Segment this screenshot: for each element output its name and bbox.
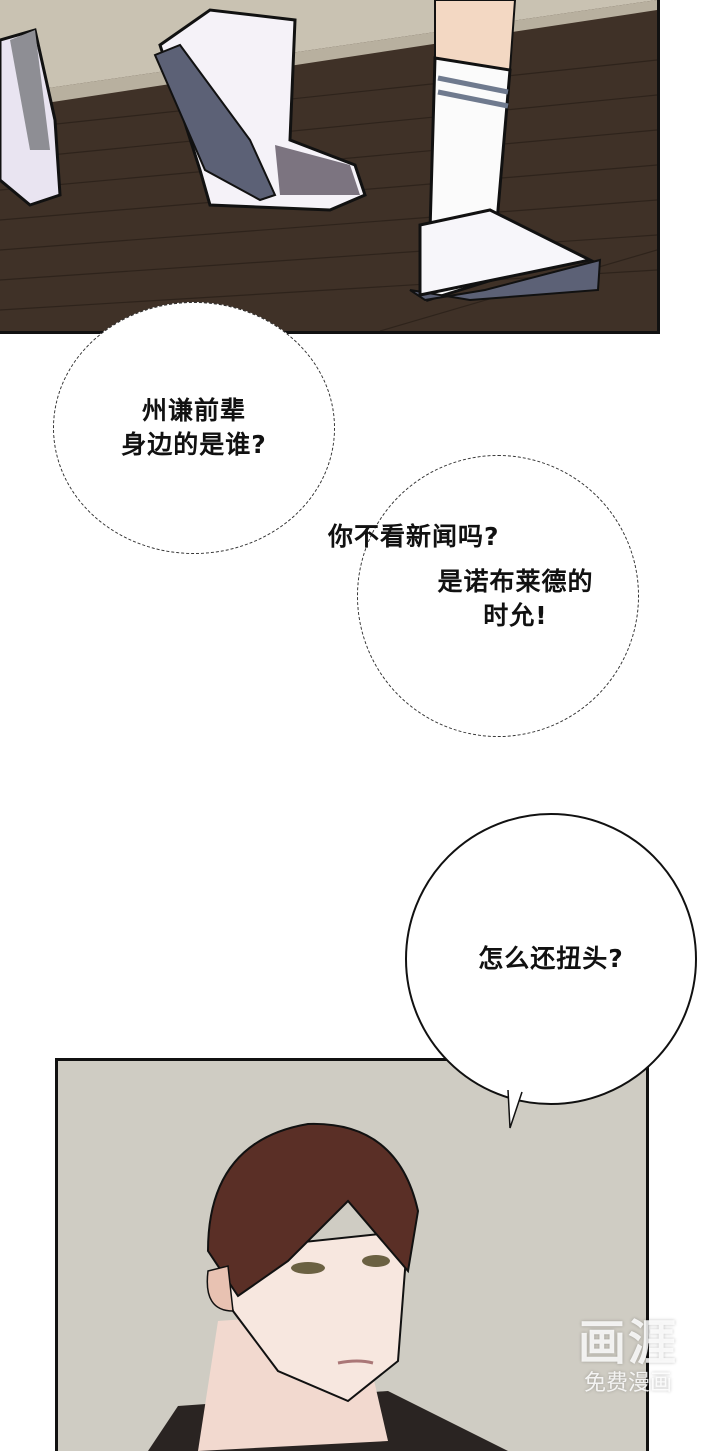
bubble-3-line-2: 时允! [483,601,548,630]
speech-bubble-4: 怎么还扭头? [405,813,697,1105]
bubble-4-tail [507,1090,523,1129]
comic-panel-top [0,0,660,334]
watermark-logo: 画涯 [577,1315,678,1371]
feet-illustration [0,0,657,331]
speech-bubble-1: 州谦前辈 身边的是谁? [53,302,335,554]
bubble-2-line-1: 你不看新闻吗? [328,522,500,551]
man-portrait-illustration [58,1061,646,1451]
watermark-subtitle: 免费漫画 [583,1371,672,1396]
bubble-3-line-1: 是诺布莱德的 [437,567,594,596]
speech-bubble-2 [357,455,639,737]
watermark: 画涯 免费漫画 [568,1316,688,1398]
speech-bubble-3: 是诺布莱德的 时允! [418,565,613,633]
comic-panel-bottom [55,1058,649,1451]
bubble-1-line-2: 身边的是谁? [121,430,267,459]
bubble-1-line-1: 州谦前辈 [141,396,246,425]
bubble-4-line-1: 怎么还扭头? [478,944,624,973]
